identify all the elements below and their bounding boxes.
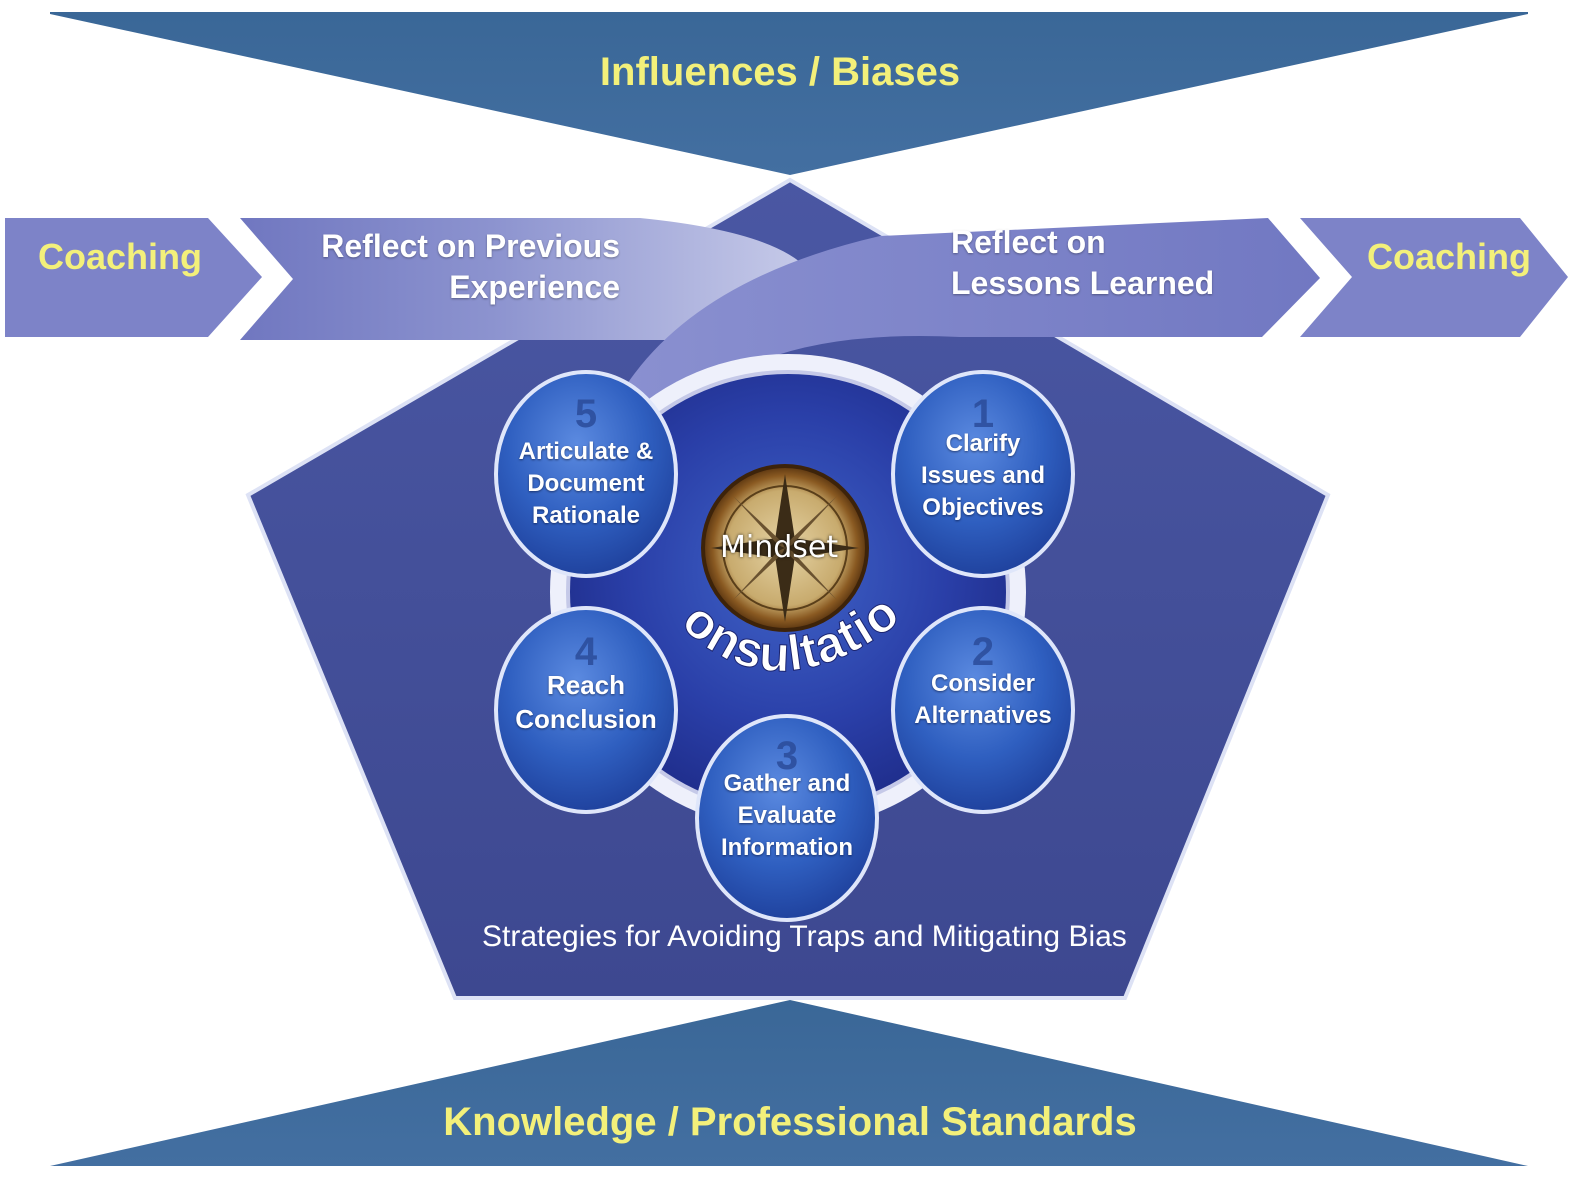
coaching-right-label: Coaching	[1367, 236, 1532, 277]
step-4-line: Conclusion	[515, 704, 657, 734]
coaching-left-label: Coaching	[38, 236, 203, 277]
step-3-label: Gather and Evaluate Information	[697, 768, 877, 864]
step-circle-3	[695, 714, 879, 922]
reflect-lessons-line1: Reflect on	[951, 224, 1106, 260]
coaching-left-arrow	[5, 218, 262, 337]
step-5-line: Rationale	[531, 502, 641, 529]
reflect-previous-arrow	[240, 218, 800, 340]
step-3-number: 3	[775, 734, 799, 778]
step-3-line: Information	[721, 834, 853, 861]
step-circle-1	[891, 370, 1075, 578]
step-2-label: Consider Alternatives	[893, 668, 1073, 732]
compass-icon	[701, 464, 869, 632]
step-circle-2	[891, 606, 1075, 814]
step-3-line: Evaluate	[737, 802, 837, 829]
step-2-line: Consider	[930, 670, 1035, 697]
step-circle-4	[494, 606, 678, 814]
step-5-number: 5	[574, 392, 598, 436]
reflect-previous-line2: Experience	[449, 269, 620, 305]
coaching-right-arrow	[1300, 218, 1568, 337]
step-5-line: Articulate &	[518, 438, 654, 465]
step-2-number: 2	[971, 630, 995, 674]
step-1-line: Issues and	[920, 462, 1046, 489]
strategies-label: Strategies for Avoiding Traps and Mitiga…	[482, 920, 1127, 953]
step-4-line: Reach	[546, 670, 626, 700]
mindset-label: Mindset	[720, 530, 839, 565]
step-1-label: Clarify Issues and Objectives	[893, 428, 1073, 524]
bottom-band	[50, 1000, 1528, 1166]
reflect-lessons-line2: Lessons Learned	[951, 265, 1215, 301]
reflect-lessons-label: Reflect on Lessons Learned	[951, 222, 1271, 304]
knowledge-standards-label: Knowledge / Professional Standards	[443, 1100, 1137, 1144]
reflect-previous-line1: Reflect on Previous	[321, 228, 620, 264]
reflect-lessons-arrow	[620, 218, 1320, 412]
step-1-number: 1	[971, 392, 995, 436]
step-3-line: Gather and	[723, 770, 851, 797]
step-4-label: Reach Conclusion	[496, 668, 676, 736]
step-1-line: Clarify	[945, 430, 1021, 457]
step-5-label: Articulate & Document Rationale	[496, 436, 676, 532]
influences-biases-label: Influences / Biases	[599, 50, 961, 94]
top-band	[50, 12, 1528, 175]
step-5-line: Document	[527, 470, 645, 497]
step-circle-5	[494, 370, 678, 578]
reflect-previous-label: Reflect on Previous Experience	[300, 226, 620, 308]
step-2-line: Alternatives	[914, 702, 1052, 729]
step-4-number: 4	[574, 630, 598, 674]
step-1-line: Objectives	[922, 494, 1044, 521]
